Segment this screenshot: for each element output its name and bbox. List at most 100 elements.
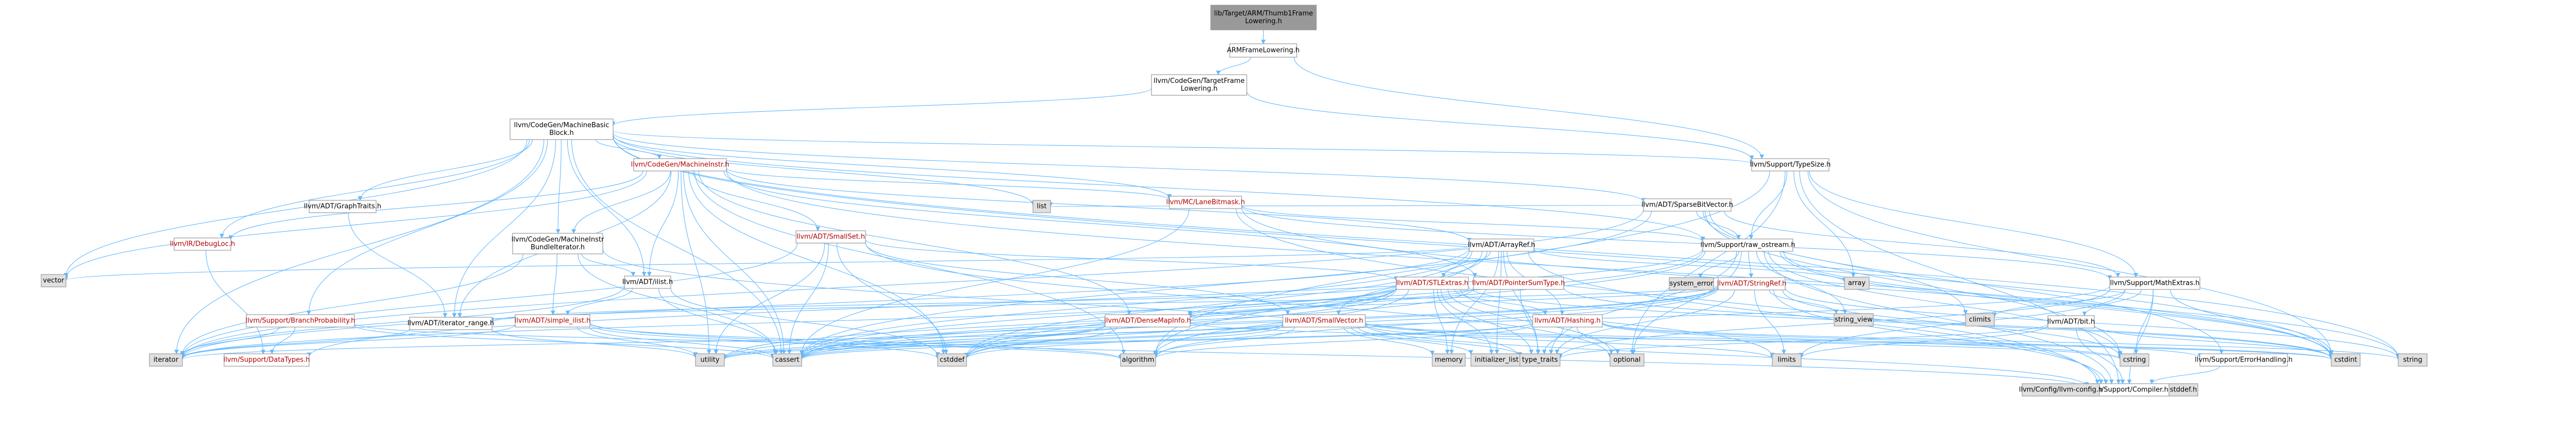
node-label: llvm/ADT/Hashing.h (1534, 317, 1600, 325)
edge-line (1188, 287, 1474, 317)
node-densemapinfo[interactable]: llvm/ADT/DenseMapInfo.h (1104, 314, 1191, 328)
edge-smallvector-to-limits (1365, 324, 1775, 359)
node-mi[interactable]: llvm/CodeGen/MachineInstr.h (631, 158, 730, 171)
node-tsz[interactable]: llvm/Support/TypeSize.h (1750, 158, 1831, 171)
edge-line (2082, 289, 2142, 316)
node-smallvector[interactable]: llvm/ADT/SmallVector.h (1282, 314, 1366, 328)
edge-line (1756, 251, 1848, 314)
edge-line (865, 239, 1399, 281)
edge-simpleilist-to-compiler (589, 322, 2089, 389)
node-label: limits (1777, 356, 1796, 364)
edge-line (698, 170, 1131, 315)
edge-tfl-to-mbb (611, 88, 1152, 126)
edge-line (348, 212, 448, 318)
node-box (1282, 314, 1366, 328)
node-label: BundleIterator.h (531, 244, 585, 251)
node-ilist[interactable]: llvm/ADT/ilist.h (622, 276, 673, 289)
edge-mbb-to-list (613, 138, 1036, 206)
node-armfl[interactable]: ARMFrameLowering.h (1227, 43, 1300, 58)
edge-line (1216, 57, 1251, 75)
edge-arrayref-to-typetraits (1503, 251, 1540, 354)
node-label: vector (43, 277, 64, 285)
node-errhandling[interactable]: llvm/Support/ErrorHandling.h (2195, 353, 2293, 367)
edge-rawos-to-stringref (1748, 251, 1754, 278)
edge-line (1188, 285, 1719, 319)
edge-line (64, 246, 1470, 281)
edge-iterrange-to-iterator (180, 329, 410, 358)
edge-mbb-to-cassert (571, 139, 784, 354)
node-irdl[interactable]: llvm/IR/DebugLoc.h (170, 237, 235, 251)
node-smallset[interactable]: llvm/ADT/SmallSet.h (795, 230, 866, 244)
node-mibb[interactable]: llvm/CodeGen/MachineInstrBundleIterator.… (512, 233, 604, 254)
edge-line (1557, 323, 2048, 359)
node-label: llvm/ADT/STLExtras.h (1396, 280, 1468, 287)
edge-hashing-to-algorithm (1153, 323, 1533, 359)
edge-line (1495, 251, 1502, 354)
node-stringref[interactable]: llvm/ADT/StringRef.h (1717, 277, 1786, 290)
node-box (1532, 314, 1603, 328)
edge-armfl-to-tsz (1294, 57, 1765, 159)
node-bpi[interactable]: llvm/Support/BranchProbability.h (246, 314, 355, 328)
node-rawos[interactable]: llvm/Support/raw_ostream.h (1700, 238, 1795, 252)
edge-sbv-to-rawos (1696, 211, 1741, 239)
node-datatypes[interactable]: llvm/Support/DataTypes.h (224, 353, 310, 367)
edge-bit-to-cstdint (2094, 325, 2334, 358)
node-pst[interactable]: llvm/ADT/PointerSumType.h (1472, 277, 1565, 290)
node-box (695, 353, 725, 367)
node-label: llvm/ADT/StringRef.h (1717, 280, 1786, 288)
node-box (2086, 383, 2170, 397)
edge-line (354, 323, 1123, 360)
edge-line (1696, 211, 1741, 239)
edge-stlextras-to-algorithm (1153, 289, 1409, 356)
node-syserr: system_error (1669, 277, 1714, 290)
edge-mathextras-to-bit (2082, 289, 2142, 316)
edge-mbb-to-tsz (613, 130, 1754, 164)
node-label: llvm/CodeGen/MachineInstr.h (631, 161, 730, 169)
node-box (1169, 196, 1242, 209)
edge-line (799, 208, 1190, 355)
edge-line (1358, 327, 1522, 357)
node-mclb[interactable]: llvm/MC/LaneBitmask.h (1166, 196, 1245, 209)
edge-ilist-to-cstddef (670, 288, 940, 357)
node-graphtraits[interactable]: llvm/ADT/GraphTraits.h (304, 200, 381, 213)
node-box (1032, 200, 1051, 213)
edge-mbb-to-graphtraits (358, 139, 533, 201)
node-arrayref[interactable]: llvm/ADT/ArrayRef.h (1468, 238, 1535, 252)
node-stlextras[interactable]: llvm/ADT/STLExtras.h (1396, 277, 1469, 290)
node-simpleilist[interactable]: llvm/ADT/simple_ilist.h (515, 314, 591, 328)
edge-mclb-to-rawos (1241, 205, 1705, 242)
node-mathextras[interactable]: llvm/Support/MathExtras.h (2109, 277, 2200, 290)
edge-line (1468, 286, 2334, 359)
node-bit[interactable]: llvm/ADT/bit.h (2047, 315, 2095, 329)
edge-line (571, 170, 671, 234)
edge-mclb-to-mathextras (1241, 205, 2112, 280)
edge-line (180, 243, 798, 357)
node-compiler[interactable]: llvm/Support/Compiler.h (2086, 383, 2170, 397)
node-sbv[interactable]: llvm/ADT/SparseBitVector.h (1641, 198, 1733, 212)
node-box (1105, 314, 1191, 328)
node-label: llvm/ADT/simple_ilist.h (515, 317, 591, 325)
edge-line (174, 139, 545, 354)
edge-tsz-to-rawos (1749, 170, 1788, 239)
node-vector: vector (41, 274, 66, 287)
edge-line (1782, 289, 2123, 358)
edge-stlextras-to-initlist (1437, 289, 1494, 354)
node-label: list (1037, 203, 1046, 211)
node-iterrange[interactable]: llvm/ADT/iterator_range.h (408, 317, 494, 330)
edge-stlextras-to-cassert (799, 287, 1397, 359)
edge-stlextras-to-hashing (1454, 289, 1548, 315)
node-label: cstdint (2334, 356, 2357, 364)
edge-mclb-to-cstdint (1241, 207, 2334, 359)
edge-smallvector-to-cstring (1365, 322, 2123, 360)
node-cassert: cassert (772, 353, 802, 367)
edge-tsz-to-cstdint (1807, 170, 2334, 356)
edge-line (1241, 205, 2112, 280)
node-array: array (1844, 277, 1870, 290)
node-hashing[interactable]: llvm/ADT/Hashing.h (1532, 314, 1603, 328)
edge-mi-to-irdl (228, 170, 643, 240)
edge-smallvector-to-initlist (1351, 327, 1473, 355)
node-label: llvm/ADT/ilist.h (622, 279, 673, 286)
